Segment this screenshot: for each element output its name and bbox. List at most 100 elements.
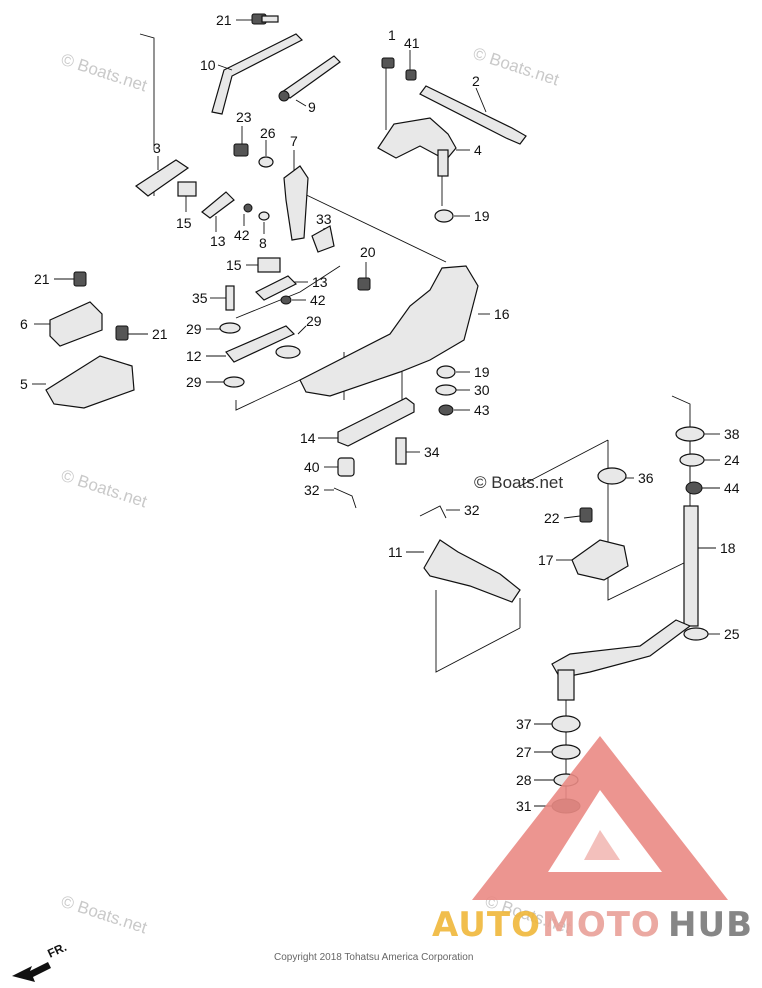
- front-direction-arrow: FR.: [12, 940, 69, 982]
- washer-29-c: [223, 376, 245, 388]
- pin-34: [395, 437, 407, 465]
- callout-35: 35: [192, 290, 208, 306]
- callout-29-b: 29: [306, 313, 322, 329]
- callout-23: 23: [236, 109, 252, 125]
- cotter-32-left: [333, 487, 357, 509]
- callout-30: 30: [474, 382, 490, 398]
- guide-14: [337, 397, 415, 447]
- callout-41: 41: [404, 35, 420, 51]
- callout-13-b: 13: [312, 274, 328, 290]
- arm-lower: [551, 619, 692, 679]
- cover-6: [49, 301, 103, 347]
- callout-25: 25: [724, 626, 740, 642]
- callout-37: 37: [516, 716, 532, 732]
- callout-33: 33: [316, 211, 332, 227]
- watermark-4: © Boats.net: [59, 892, 150, 938]
- lever-4: [377, 117, 457, 161]
- lever-4-pin: [437, 149, 449, 177]
- clip-43: [438, 404, 454, 416]
- callout-26: 26: [260, 125, 276, 141]
- holder-17: [571, 539, 629, 581]
- clip-15-top: [177, 181, 197, 197]
- callout-16: 16: [494, 306, 510, 322]
- callout-28: 28: [516, 772, 532, 788]
- callout-38: 38: [724, 426, 740, 442]
- callout-43: 43: [474, 402, 490, 418]
- bolt-20: [357, 277, 371, 291]
- link-plate-9-end: [278, 90, 290, 102]
- bolt-21-right: [115, 325, 129, 341]
- callout-11: 11: [388, 544, 403, 560]
- callout-19-b: 19: [474, 364, 490, 380]
- callout-19-a: 19: [474, 208, 490, 224]
- callout-2: 2: [472, 73, 480, 89]
- watermark-2: © Boats.net: [471, 44, 562, 90]
- joint-13-top: [201, 191, 235, 219]
- callout-21-a: 21: [216, 12, 232, 28]
- callout-6: 6: [20, 316, 28, 332]
- bolt-21-left: [73, 271, 87, 287]
- arm-lower-pin: [557, 669, 575, 701]
- logo-moto: MOTO: [542, 905, 661, 945]
- washer-27: [551, 744, 581, 760]
- joint-13-mid: [254, 275, 298, 301]
- clip-42-top: [243, 203, 253, 213]
- callout-27: 27: [516, 744, 532, 760]
- cotter-32-right: [419, 505, 447, 519]
- callout-21-c: 21: [152, 326, 168, 342]
- washer-8: [258, 211, 270, 221]
- callout-1: 1: [388, 27, 396, 43]
- callout-9: 9: [308, 99, 316, 115]
- front-label: FR.: [45, 940, 68, 961]
- logo-auto: AUTO: [432, 905, 541, 945]
- callout-13-a: 13: [210, 233, 226, 249]
- pin-33: [311, 225, 335, 253]
- callout-40: 40: [304, 459, 320, 475]
- callout-4: 4: [474, 142, 482, 158]
- arm-7: [283, 165, 309, 241]
- callout-12: 12: [186, 348, 202, 364]
- washer-24: [679, 453, 705, 467]
- callout-29-a: 29: [186, 321, 202, 337]
- washer-25: [683, 627, 709, 641]
- bolt-22: [579, 507, 593, 523]
- callout-24: 24: [724, 452, 740, 468]
- callout-42-b: 42: [310, 292, 326, 308]
- callout-17: 17: [538, 552, 554, 568]
- washer-26: [258, 156, 274, 168]
- shift-rod-2: [419, 85, 527, 145]
- base-5: [45, 355, 135, 409]
- callout-14: 14: [300, 430, 316, 446]
- watermark-3: © Boats.net: [59, 466, 150, 512]
- clip-44: [685, 481, 703, 495]
- callout-20: 20: [360, 244, 376, 260]
- callout-32-a: 32: [304, 482, 320, 498]
- callouts: 21 10 9 1 41 2 23 26 7 4 3 15 13 42 8 33…: [20, 12, 740, 814]
- callout-3: 3: [153, 140, 161, 156]
- lever-11: [423, 539, 521, 603]
- guide-lines: [139, 33, 691, 812]
- watermark-1: © Boats.net: [59, 50, 150, 96]
- callout-22: 22: [544, 510, 560, 526]
- callout-15-a: 15: [176, 215, 192, 231]
- automotohub-logo: AUTO MOTO HUB: [432, 736, 752, 945]
- bolt-23: [233, 143, 249, 157]
- callout-31: 31: [516, 798, 532, 814]
- seal-37: [551, 715, 581, 733]
- callout-8: 8: [259, 235, 267, 251]
- pin-35: [225, 285, 235, 311]
- collar-41: [405, 69, 417, 81]
- callout-5: 5: [20, 376, 28, 392]
- collar-40: [337, 457, 355, 477]
- clip-15-mid: [257, 257, 281, 273]
- callout-7: 7: [290, 133, 298, 149]
- bolt-21-top: [251, 13, 279, 25]
- callout-44: 44: [724, 480, 740, 496]
- callout-36: 36: [638, 470, 654, 486]
- washer-29-b: [275, 345, 301, 359]
- copyright-text: Copyright 2018 Tohatsu America Corporati…: [274, 952, 473, 963]
- rod-end-3: [134, 159, 190, 197]
- callout-10: 10: [200, 57, 216, 73]
